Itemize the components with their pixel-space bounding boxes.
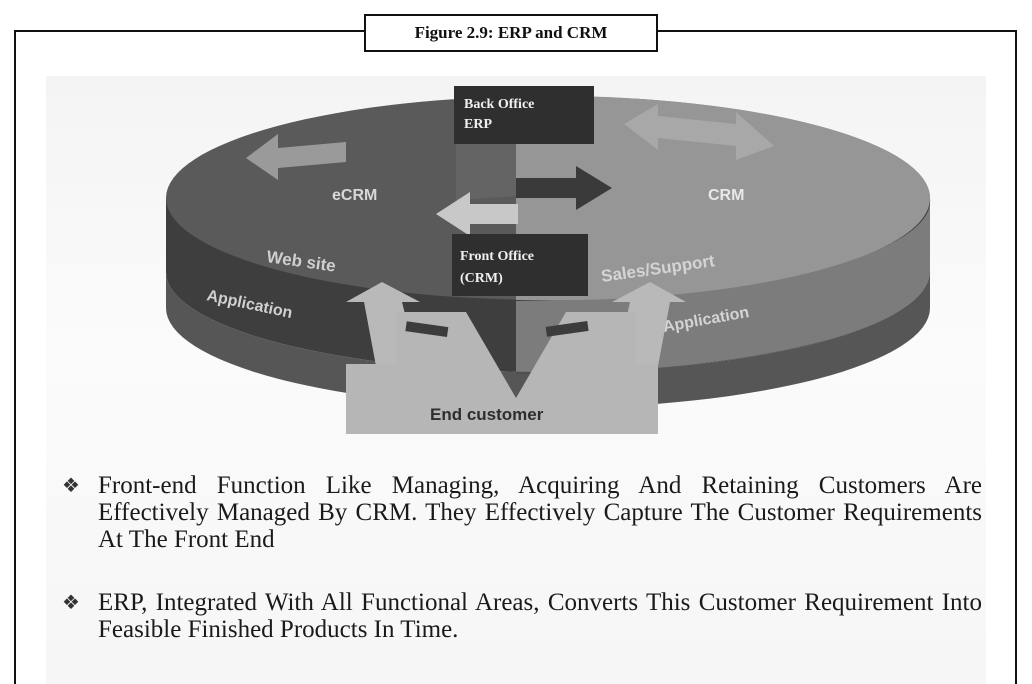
end-customer-base <box>346 312 658 434</box>
diamond-bullet-icon: ❖ <box>62 475 80 497</box>
front-office-line-1: Front Office <box>460 249 534 264</box>
arrow-center-left <box>436 192 518 236</box>
arrow-ecrm-left <box>246 134 346 180</box>
right-inner-bar <box>545 320 589 337</box>
end-customer-shape <box>346 282 686 434</box>
front-office-box <box>452 234 588 296</box>
arrow-crm-top <box>624 104 774 160</box>
back-office-line-2: ERP <box>464 117 492 132</box>
crm-label: CRM <box>708 187 744 204</box>
figure-caption: Figure 2.9: ERP and CRM <box>364 14 658 52</box>
bullet-text: Front-end Function Like Managing, Acquir… <box>98 472 982 553</box>
bullet-item: ❖ ERP, Integrated With All Functional Ar… <box>62 589 982 643</box>
bullet-text: ERP, Integrated With All Functional Area… <box>98 589 982 643</box>
ecrm-label: eCRM <box>332 187 377 204</box>
crm-sector <box>516 96 931 301</box>
erp-crm-diagram: eCRM CRM Back Office ERP Front Office (C… <box>166 86 931 434</box>
back-office-line-1: Back Office <box>464 97 534 112</box>
end-customer-label: End customer <box>430 405 544 424</box>
bullet-item: ❖ Front-end Function Like Managing, Acqu… <box>62 472 982 553</box>
arrow-center-right <box>516 166 612 210</box>
back-office-box <box>454 86 594 144</box>
front-office-line-2: (CRM) <box>460 271 503 286</box>
bullet-list: ❖ Front-end Function Like Managing, Acqu… <box>62 472 982 643</box>
diamond-bullet-icon: ❖ <box>62 592 80 614</box>
left-inner-bar <box>405 321 449 338</box>
